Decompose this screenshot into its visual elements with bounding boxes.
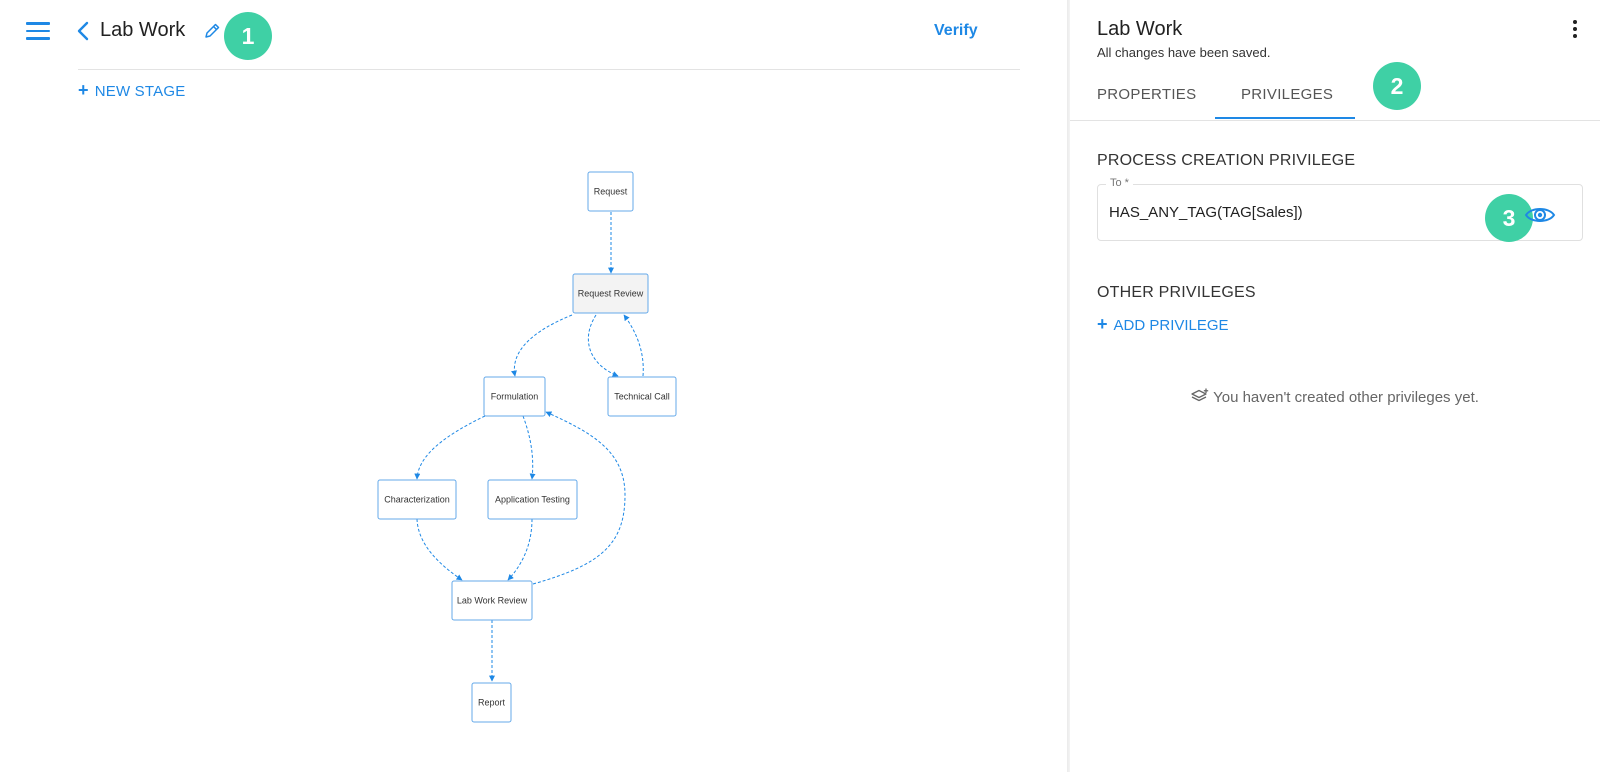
process-title: Lab Work — [100, 19, 186, 41]
eye-icon[interactable] — [1524, 204, 1556, 226]
stage-node-lab-work-review[interactable] — [451, 580, 533, 621]
add-privilege-button[interactable]: + ADD PRIVILEGE — [1097, 314, 1229, 335]
properties-panel: Lab Work All changes have been saved. PR… — [1070, 0, 1600, 772]
edge-review-formulation — [511, 314, 573, 377]
edge-formulation-application-testing — [522, 415, 536, 480]
pencil-icon[interactable] — [203, 22, 221, 40]
save-status: All changes have been saved. — [1097, 45, 1271, 60]
step-badge-2: 2 — [1373, 62, 1421, 110]
plus-icon: + — [1097, 314, 1108, 334]
layers-add-icon — [1191, 388, 1209, 402]
edge-review-technical-call — [587, 314, 619, 377]
stage-node-report[interactable] — [471, 682, 512, 723]
stage-label-formulation: Formulation — [491, 392, 539, 402]
stage-label-characterization: Characterization — [384, 495, 450, 505]
privilege-to-field[interactable]: To * — [1097, 177, 1583, 241]
stage-node-application-testing[interactable] — [487, 479, 578, 520]
edge-lab-review-formulation — [532, 411, 626, 585]
step-badge-3: 3 — [1485, 194, 1533, 242]
edge-technical-call-review — [623, 314, 644, 377]
active-tab-indicator — [1215, 117, 1355, 119]
empty-privileges-message: You haven't created other privileges yet… — [1070, 388, 1600, 406]
stage-node-characterization[interactable] — [377, 479, 457, 520]
step-badge-1: 1 — [224, 12, 272, 60]
header-divider — [78, 69, 1020, 70]
more-options-icon[interactable] — [1572, 20, 1578, 42]
process-creation-heading: PROCESS CREATION PRIVILEGE — [1097, 152, 1356, 169]
process-editor: Lab Work 1 Verify + NEW STAGE — [26, 12, 1020, 723]
tab-privileges[interactable]: PRIVILEGES — [1241, 86, 1334, 103]
edge-formulation-characterization — [414, 415, 486, 480]
privilege-to-label: To * — [1106, 177, 1133, 189]
new-stage-button[interactable]: + NEW STAGE — [78, 80, 185, 101]
stage-label-request: Request — [594, 187, 628, 197]
back-arrow-icon[interactable] — [76, 20, 90, 42]
plus-icon: + — [78, 80, 89, 100]
process-diagram: Request Request Review Formulation Techn… — [377, 171, 677, 723]
menu-icon[interactable] — [26, 22, 50, 42]
stage-node-technical-call[interactable] — [607, 376, 677, 417]
edge-application-testing-lab-review — [507, 518, 533, 581]
stage-node-formulation[interactable] — [483, 376, 546, 417]
empty-message-text: You haven't created other privileges yet… — [1213, 389, 1479, 406]
privilege-to-input[interactable] — [1109, 204, 1469, 221]
panel-title: Lab Work — [1097, 18, 1183, 40]
verify-button[interactable]: Verify — [934, 22, 978, 39]
stage-label-technical-call: Technical Call — [614, 392, 670, 402]
stage-label-request-review: Request Review — [578, 289, 644, 299]
tab-properties[interactable]: PROPERTIES — [1097, 86, 1197, 103]
stage-label-report: Report — [478, 698, 506, 708]
stage-node-request[interactable] — [587, 171, 634, 212]
tabs-divider — [1070, 120, 1600, 121]
edge-characterization-lab-review — [416, 518, 463, 581]
stage-node-request-review[interactable] — [572, 273, 649, 314]
new-stage-label: NEW STAGE — [94, 83, 186, 100]
add-privilege-label: ADD PRIVILEGE — [1113, 317, 1229, 334]
other-privileges-heading: OTHER PRIVILEGES — [1097, 284, 1256, 301]
stage-label-lab-work-review: Lab Work Review — [457, 596, 528, 606]
stage-label-application-testing: Application Testing — [495, 495, 570, 505]
